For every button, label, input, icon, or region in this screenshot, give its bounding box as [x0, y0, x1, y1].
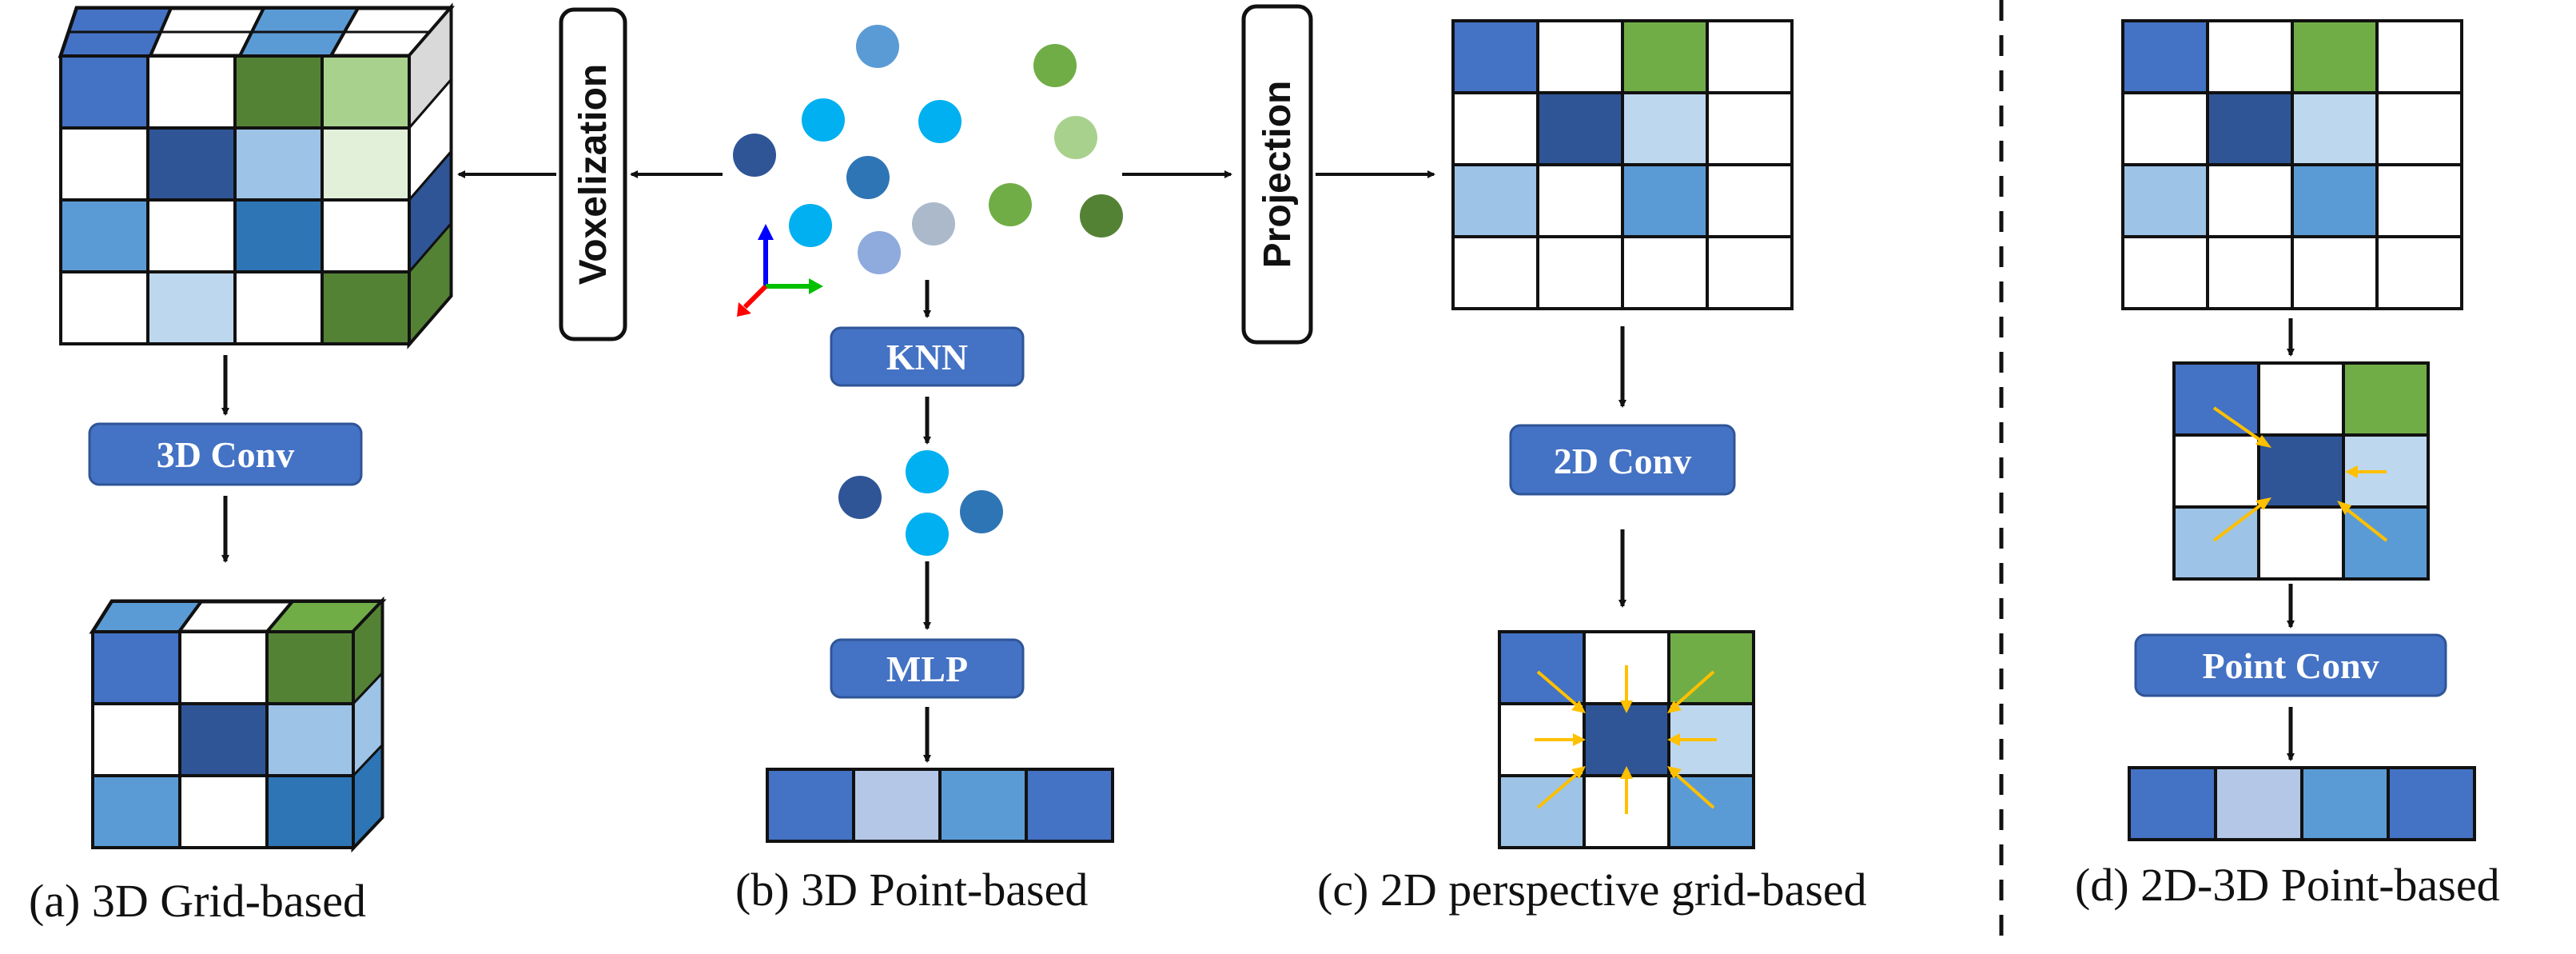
panel-d-image-grid [2121, 19, 2463, 310]
caption-c: (c) 2D perspective grid-based [1317, 864, 1867, 916]
projection-label: Projection [1256, 81, 1299, 269]
panel-b-point-cloud [733, 25, 1123, 274]
conv2d-label: 2D Conv [1554, 441, 1692, 481]
pointconv-label: Point Conv [2202, 645, 2379, 686]
mlp-label: MLP [886, 649, 968, 689]
conv2d-pill: 2D Conv [1509, 424, 1736, 496]
panel-c-aggregation-arrows [1535, 665, 1717, 814]
panel-a-output-cube [89, 596, 387, 853]
caption-d: (d) 2D-3D Point-based [2075, 859, 2500, 911]
panel-b-neighbors [838, 450, 1003, 556]
projection-label-box: Projection [1241, 4, 1313, 345]
panel-a-voxel-cube [58, 2, 455, 349]
pointconv-pill: Point Conv [2134, 633, 2447, 697]
panel-d-feature-vector [2128, 766, 2476, 841]
mlp-pill: MLP [830, 638, 1025, 699]
axis-gizmo-icon [737, 224, 823, 317]
panel-d-aggregation-arrows [2212, 406, 2388, 542]
conv3d-pill: 3D Conv [88, 422, 363, 486]
knn-pill: KNN [830, 326, 1025, 387]
caption-a: (a) 3D Grid-based [29, 875, 366, 927]
voxelization-label-box: Voxelization [559, 7, 627, 341]
knn-label: KNN [886, 337, 968, 377]
voxelization-label: Voxelization [572, 64, 615, 285]
panel-c-image-grid [1451, 19, 1794, 310]
panel-b-feature-vector [766, 768, 1114, 843]
panel-d-neighborhood-patch [2172, 361, 2430, 581]
conv3d-label: 3D Conv [157, 434, 295, 475]
caption-b: (b) 3D Point-based [735, 864, 1088, 916]
